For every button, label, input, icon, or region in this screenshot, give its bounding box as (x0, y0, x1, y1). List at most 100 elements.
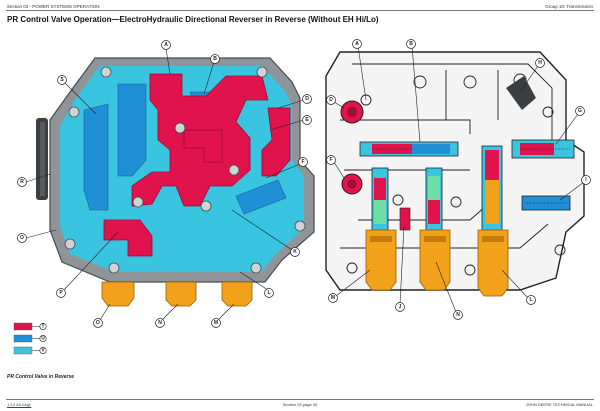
svg-text:D: D (329, 97, 333, 103)
svg-text:D: D (305, 96, 309, 102)
svg-text:O: O (96, 320, 100, 326)
callout-q: O (17, 233, 27, 243)
medium-pressure-passage-3 (83, 103, 109, 211)
svg-text:O: O (20, 235, 24, 241)
solenoid-n-left (165, 281, 197, 307)
callout-m-left: M (211, 318, 221, 328)
callout-b-right: B (406, 39, 416, 49)
high-pressure-passage-right (261, 107, 291, 177)
legend-bubble-t (39, 322, 47, 330)
medium-pressure-passage-4 (235, 179, 287, 215)
callout-p: P (56, 288, 66, 298)
legend-label-u: U (41, 336, 45, 342)
side-connector-pins (40, 122, 45, 196)
high-pressure-passage-lower (103, 219, 153, 257)
legend-bubble-v (39, 346, 47, 354)
svg-text:R: R (20, 179, 24, 185)
header-divider (6, 10, 594, 11)
legend-label-v: V (41, 348, 45, 354)
legend: T U V (13, 322, 47, 355)
callout-k: K (290, 247, 300, 257)
svg-text:L: L (529, 297, 532, 303)
legend-label-t: T (41, 324, 44, 330)
page-title: PR Control Valve Operation—ElectroHydrau… (7, 15, 379, 24)
callout-l-right: L (526, 295, 536, 305)
svg-text:E: E (305, 117, 309, 123)
upper-spool-medium (412, 144, 450, 154)
callout-n-left: N (155, 318, 165, 328)
vertical-spool-1-green (374, 200, 386, 224)
callout-d-right: D (326, 95, 336, 105)
callout-h: H (535, 58, 545, 68)
solenoid-m-left (221, 281, 253, 307)
callout-f-right: F (326, 155, 336, 165)
solenoid-m-right-band (370, 236, 392, 242)
bolt-holes (64, 66, 306, 274)
upper-spool-high (372, 144, 412, 154)
vertical-spool-3-orange (485, 180, 499, 224)
solenoid-m-right (365, 229, 397, 291)
red-port-upper-core (347, 107, 357, 117)
legend-swatch-medium (13, 334, 33, 343)
svg-text:B: B (213, 56, 217, 62)
right-valve-body (325, 51, 585, 297)
header-section: Section 03 - POWER SYSTEMS OPERATION (7, 4, 100, 9)
callout-f-left: F (298, 157, 308, 167)
right-body-details (340, 63, 566, 276)
right-body-outline (325, 51, 585, 291)
callout-o: O (93, 318, 103, 328)
high-pressure-passage-center (183, 129, 223, 163)
svg-text:N: N (158, 320, 162, 326)
left-valve-body (36, 57, 315, 307)
callout-l-left: L (264, 288, 274, 298)
footer-manual: JOHN DEERE TECHNICAL MANUAL (525, 402, 593, 407)
callout-a-upper: A (161, 40, 171, 50)
red-port-lower-core (347, 179, 357, 189)
right-connector (506, 76, 536, 110)
callout-g: G (575, 106, 585, 116)
legend-bubble-u (39, 334, 47, 342)
vertical-spool-1-high (374, 178, 386, 200)
callout-a-right: A (352, 39, 362, 49)
callout-s: S (57, 75, 67, 85)
right-solenoids (365, 229, 509, 297)
svg-text:J: J (399, 304, 402, 310)
center-red-slot (399, 207, 411, 231)
left-solenoids (101, 281, 253, 307)
svg-text:N: N (456, 312, 460, 318)
figure-caption: PR Control Valve in Reverse (7, 374, 75, 380)
footer-link[interactable]: 1-14 &lt;1&gt; (7, 402, 32, 407)
callout-n-right: N (453, 310, 463, 320)
callouts: A S B D E F R O P K L O N M A B D F M J … (17, 39, 591, 328)
leader-lines (25, 45, 585, 321)
legend-swatch-low (13, 346, 33, 355)
callout-i: I (581, 175, 591, 185)
solenoid-l (477, 229, 509, 297)
header-group: Group 10: Transmission (545, 4, 593, 9)
svg-text:F: F (329, 157, 332, 163)
vertical-spool-3-high (485, 150, 499, 180)
solenoid-n-right-band (424, 236, 446, 242)
solenoid-n-right (419, 229, 451, 291)
callout-j: J (395, 302, 405, 312)
callout-b-upper: B (210, 54, 220, 64)
svg-text:P: P (59, 290, 63, 296)
lower-right-spool (521, 195, 571, 211)
svg-text:K: K (293, 249, 297, 255)
solenoid-l-band (482, 236, 504, 242)
callout-d-left: D (302, 94, 312, 104)
callout-r: R (17, 177, 27, 187)
svg-text:A: A (355, 41, 359, 47)
svg-text:A: A (164, 42, 168, 48)
callout-e: E (302, 115, 312, 125)
svg-text:I: I (585, 177, 587, 183)
svg-text:B: B (409, 41, 413, 47)
svg-text:S: S (60, 77, 64, 83)
svg-text:F: F (301, 159, 304, 165)
callout-m-right: M (328, 293, 338, 303)
footer-divider (6, 399, 594, 400)
vertical-spool-2-high (428, 200, 440, 224)
vertical-spool-2-green (428, 176, 440, 200)
svg-text:G: G (578, 108, 582, 114)
